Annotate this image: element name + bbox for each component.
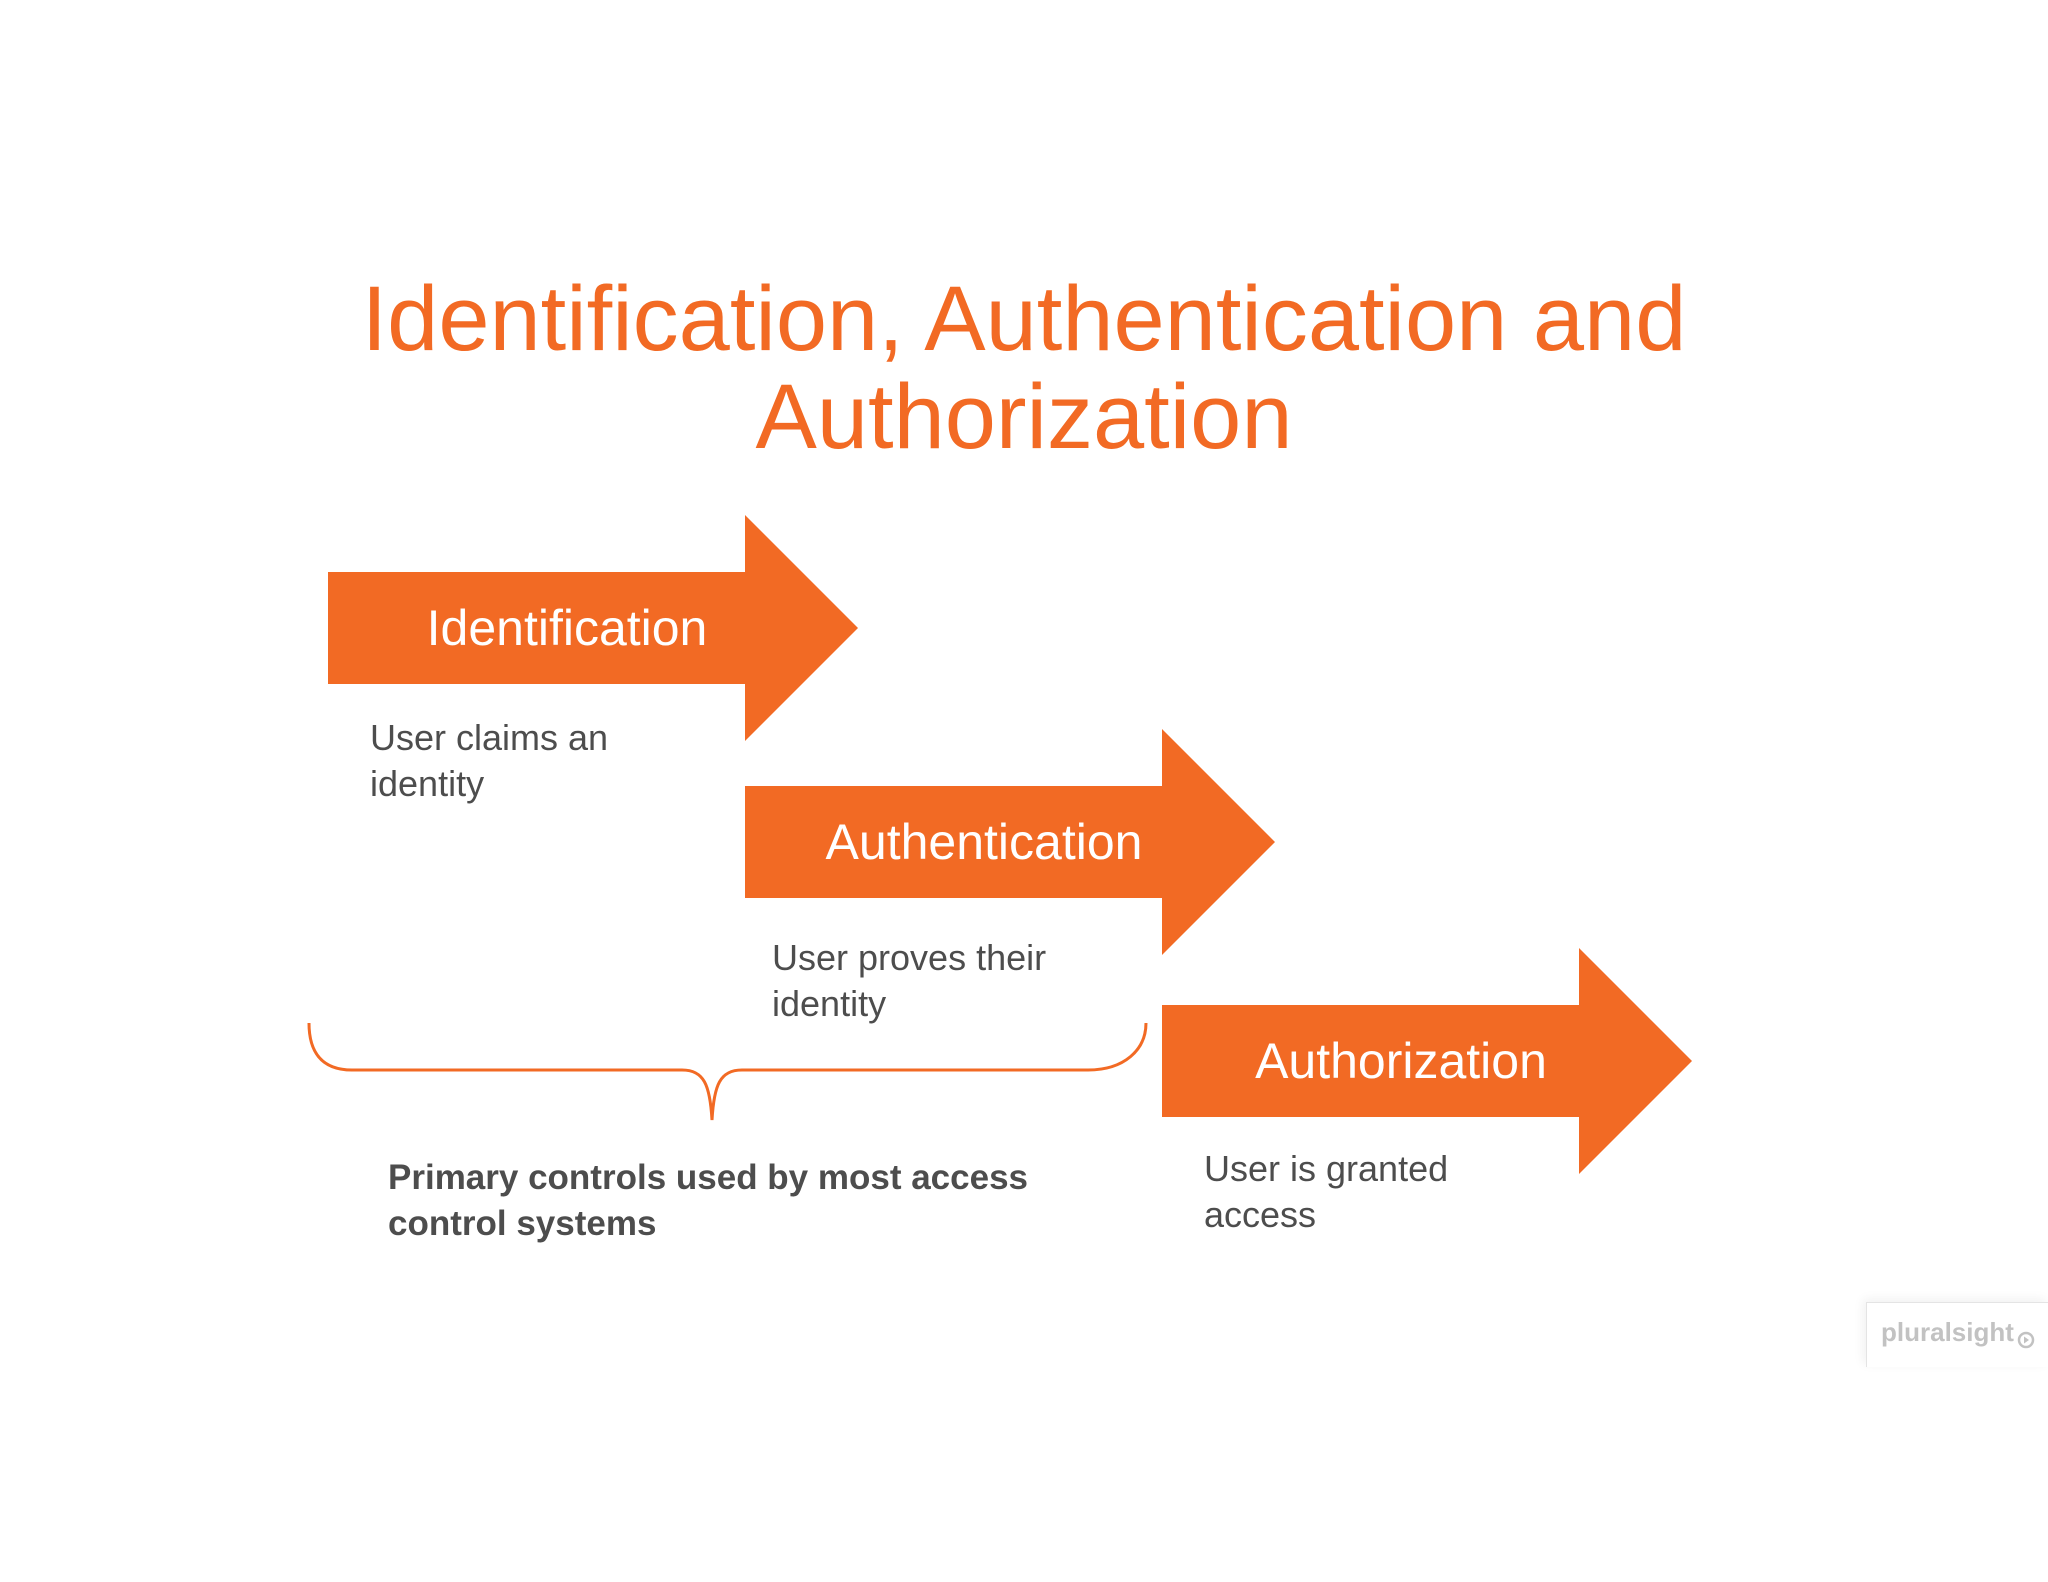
authorization-desc-line-2: access [1204, 1194, 1317, 1235]
authorization-desc-line-1: User is granted [1204, 1148, 1449, 1189]
caption-line-1: Primary controls used by most access [388, 1158, 1028, 1197]
arrow-shape [745, 729, 1275, 955]
authentication-desc-line-2: identity [772, 983, 887, 1024]
play-circle-icon [2017, 1331, 2035, 1349]
identification-arrow: Identification [328, 515, 892, 741]
logo-text: pluralsight [1881, 1317, 2014, 1347]
caption-line-2: control systems [388, 1204, 657, 1243]
arrow-shape [328, 515, 858, 741]
authentication-desc-line-1: User proves their [772, 937, 1047, 978]
slide-title: Identification, Authentication and Autho… [0, 270, 2048, 466]
identification-description: User claims an identity [370, 715, 710, 807]
authorization-description: User is granted access [1204, 1146, 1544, 1238]
authentication-arrow: Authentication [745, 729, 1309, 955]
authorization-label: Authorization [1255, 1033, 1547, 1089]
pluralsight-logo: pluralsight [1866, 1302, 2048, 1367]
title-line-1: Identification, Authentication and [361, 268, 1687, 370]
arrow-shape [1162, 948, 1692, 1174]
authentication-description: User proves their identity [772, 935, 1112, 1027]
primary-controls-caption: Primary controls used by most access con… [388, 1155, 1068, 1247]
authorization-arrow: Authorization [1162, 948, 1726, 1174]
identification-desc-line-1: User claims an [370, 717, 609, 758]
curly-brace [307, 1022, 1148, 1121]
title-line-2: Authorization [755, 366, 1293, 468]
identification-desc-line-2: identity [370, 763, 485, 804]
identification-label: Identification [426, 600, 708, 656]
authentication-label: Authentication [825, 814, 1143, 870]
